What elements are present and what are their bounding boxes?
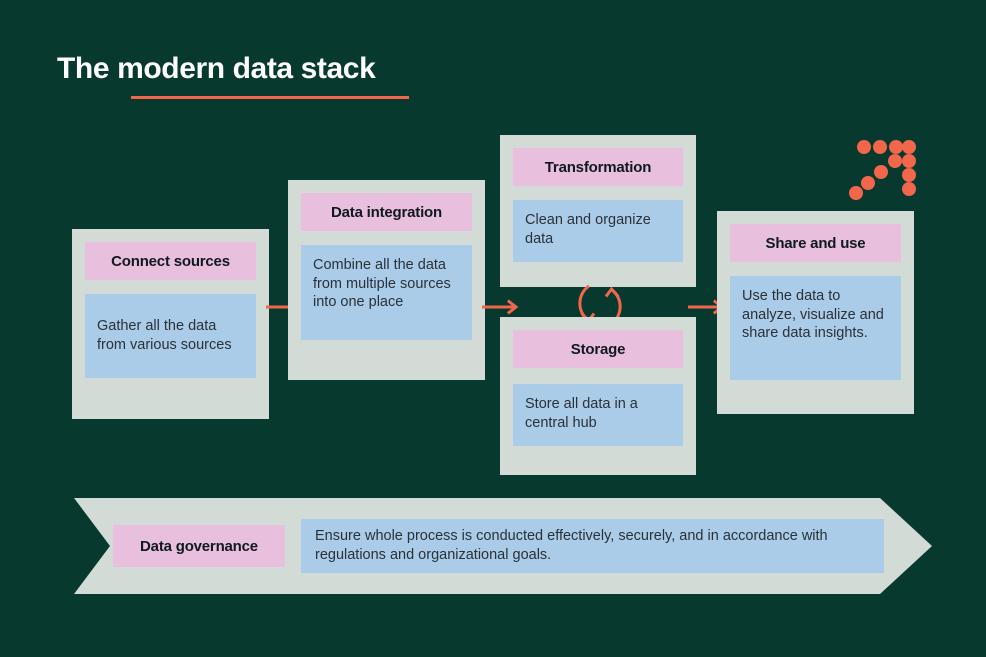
page-title: The modern data stack xyxy=(57,52,376,85)
stage-title-data-integration: Data integration xyxy=(301,193,472,231)
stage-title-connect-sources: Connect sources xyxy=(85,242,256,280)
page-title-group: The modern data stack xyxy=(57,52,409,99)
title-underline-rule xyxy=(131,96,409,99)
data-governance-banner[interactable]: Data governance Ensure whole process is … xyxy=(74,498,932,594)
stage-description-data-integration: Combine all the data from multiple sourc… xyxy=(301,245,472,340)
stage-card-data-integration[interactable]: Data integration Combine all the data fr… xyxy=(288,180,485,380)
stage-card-transformation[interactable]: Transformation Clean and organize data xyxy=(500,135,696,287)
flow-arrow-icon xyxy=(482,299,519,315)
stage-title-storage: Storage xyxy=(513,330,683,368)
governance-label: Data governance xyxy=(113,525,285,567)
stage-description-storage: Store all data in a central hub xyxy=(513,384,683,446)
stage-title-transformation: Transformation xyxy=(513,148,683,186)
stage-description-connect-sources: Gather all the data from various sources xyxy=(85,294,256,378)
stage-card-share-and-use[interactable]: Share and use Use the data to analyze, v… xyxy=(717,211,914,414)
stage-card-connect-sources[interactable]: Connect sources Gather all the data from… xyxy=(72,229,269,419)
stage-description-transformation: Clean and organize data xyxy=(513,200,683,262)
governance-description: Ensure whole process is conducted effect… xyxy=(301,519,884,573)
stage-card-storage[interactable]: Storage Store all data in a central hub xyxy=(500,317,696,475)
dot-arrow-motif-icon xyxy=(849,140,916,200)
stage-description-share-and-use: Use the data to analyze, visualize and s… xyxy=(730,276,901,380)
stage-title-share-and-use: Share and use xyxy=(730,224,901,262)
